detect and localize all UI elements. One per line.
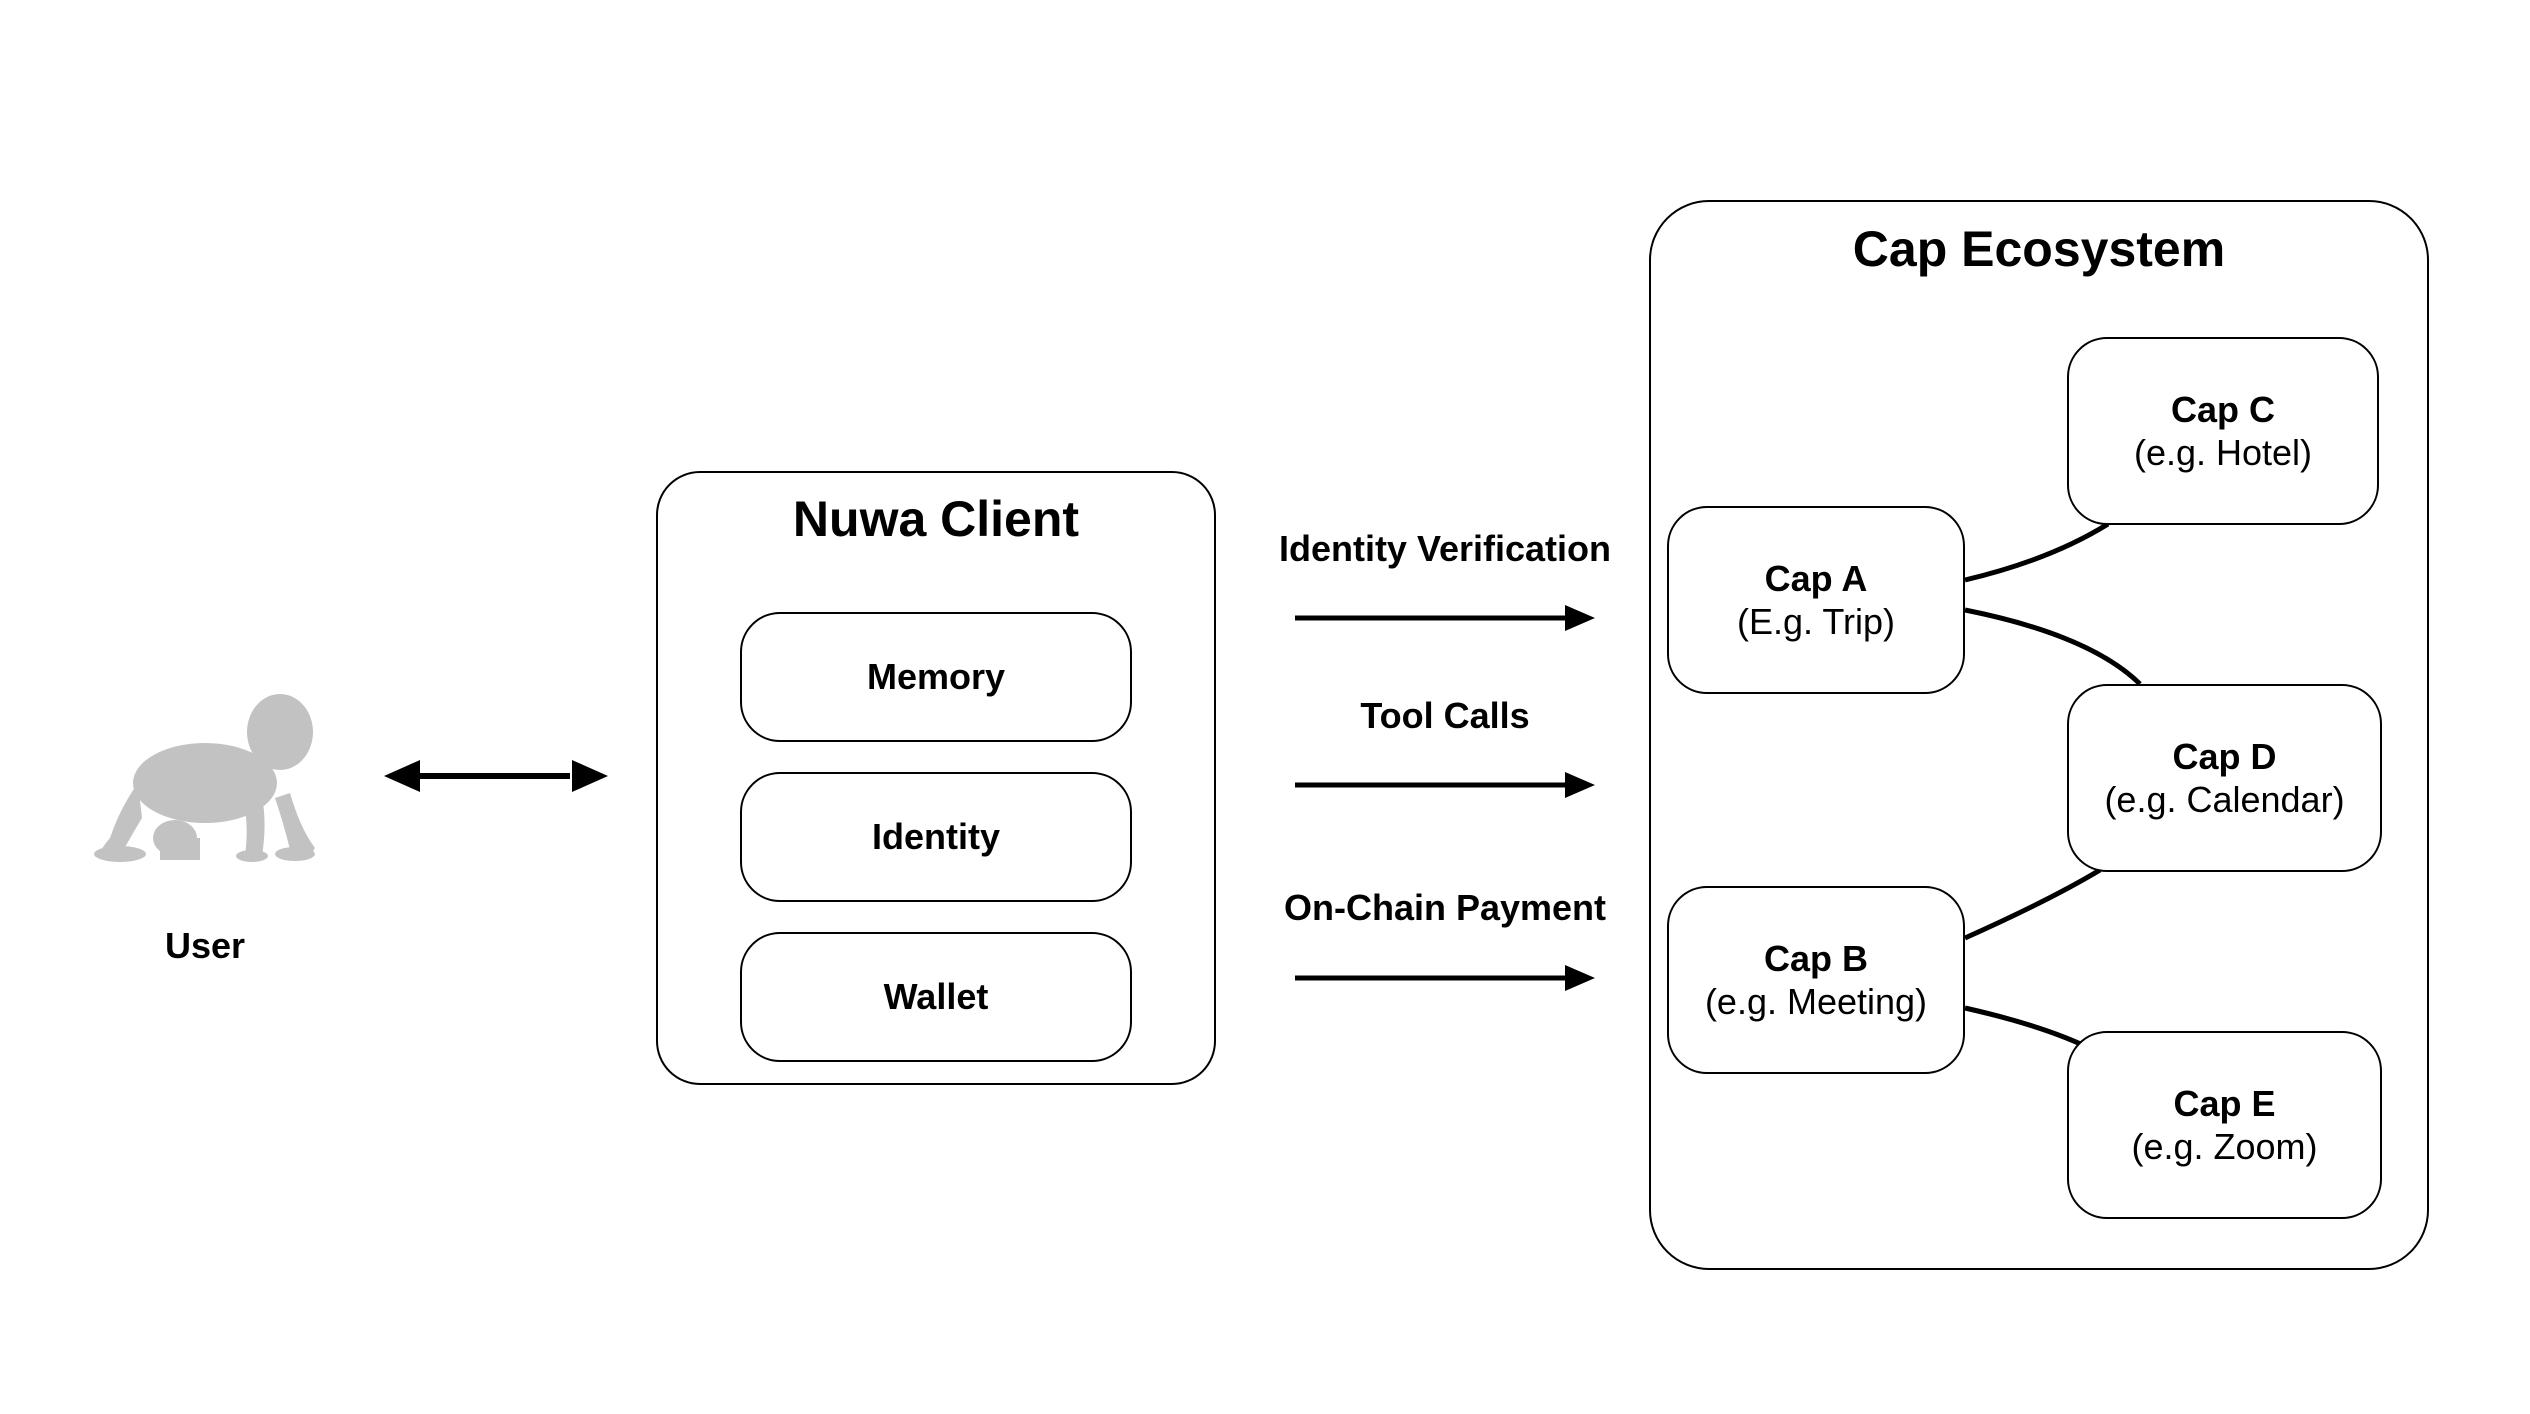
cap-e-name: Cap E <box>2173 1082 2276 1124</box>
cap-d-node: Cap D (e.g. Calendar) <box>2067 684 2382 872</box>
connector-cap-a-cap-c <box>1964 521 2110 583</box>
module-identity: Identity <box>740 772 1132 902</box>
nuwa-client-title: Nuwa Client <box>792 491 1080 547</box>
connector-cap-b-cap-e <box>1964 1005 2087 1049</box>
cap-d-name: Cap D <box>2172 735 2277 777</box>
flow-arrow-identity-verification <box>1295 605 1595 631</box>
user-client-double-arrow <box>384 760 608 792</box>
cap-b-node: Cap B (e.g. Meeting) <box>1667 886 1965 1074</box>
cap-c-node: Cap C (e.g. Hotel) <box>2067 337 2379 525</box>
cap-b-name: Cap B <box>1763 937 1868 979</box>
user-label: User <box>164 925 246 966</box>
flow-arrow-tool-calls <box>1295 772 1595 798</box>
cap-ecosystem-container <box>1649 200 2429 1270</box>
connector-cap-b-cap-d <box>1963 867 2102 941</box>
cap-a-desc: (E.g. Trip) <box>1736 601 1896 642</box>
flow-label-tool-calls: Tool Calls <box>1360 695 1530 736</box>
module-memory: Memory <box>740 612 1132 742</box>
cap-ecosystem-title: Cap Ecosystem <box>1852 221 2226 277</box>
flow-arrow-on-chain-payment <box>1295 965 1595 991</box>
cap-a-name: Cap A <box>1764 557 1868 599</box>
cap-e-desc: (e.g. Zoom) <box>2131 1126 2318 1167</box>
cap-a-node: Cap A (E.g. Trip) <box>1667 506 1965 694</box>
flow-label-identity-verification: Identity Verification <box>1278 528 1612 569</box>
flow-label-on-chain-payment: On-Chain Payment <box>1283 887 1607 928</box>
cap-b-desc: (e.g. Meeting) <box>1704 981 1928 1022</box>
module-wallet: Wallet <box>740 932 1132 1062</box>
cap-c-desc: (e.g. Hotel) <box>2133 432 2313 473</box>
cap-d-desc: (e.g. Calendar) <box>2104 779 2345 820</box>
connector-cap-a-cap-d <box>1964 607 2142 686</box>
cap-c-name: Cap C <box>2170 388 2275 430</box>
crawling-baby-icon <box>94 694 315 862</box>
cap-e-node: Cap E (e.g. Zoom) <box>2067 1031 2382 1219</box>
